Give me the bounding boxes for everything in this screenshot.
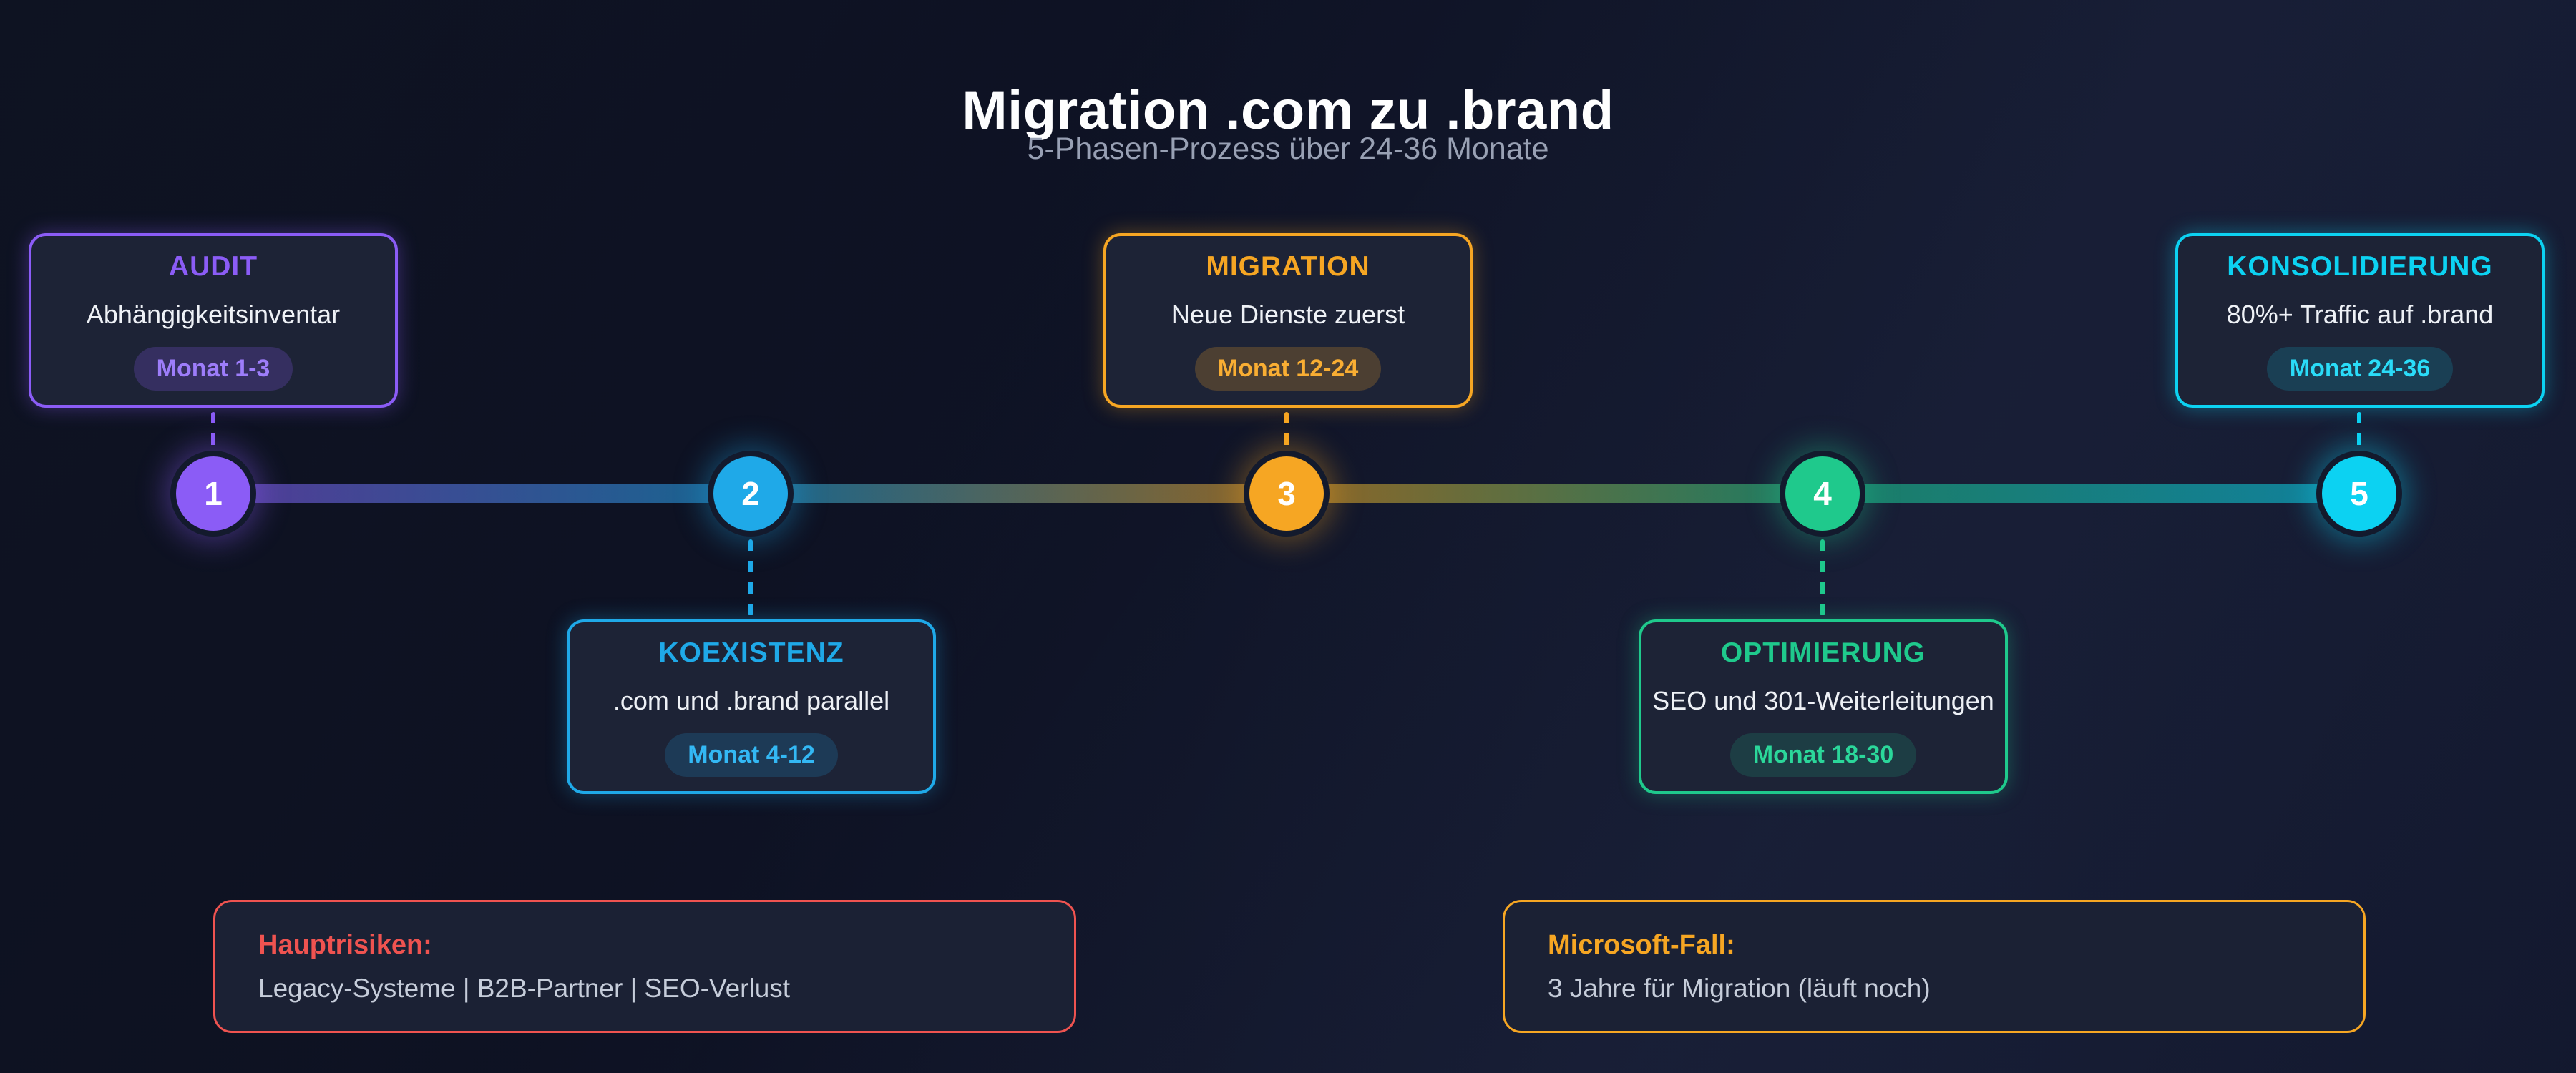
phase-title: OPTIMIERUNG	[1720, 637, 1926, 668]
note-text: 3 Jahre für Migration (läuft noch)	[1548, 973, 1931, 1003]
phase-connector-dashed	[1820, 539, 1825, 617]
note-box-risks: Hauptrisiken: Legacy-Systeme | B2B-Partn…	[213, 900, 1076, 1033]
phase-connector-dashed	[2357, 412, 2361, 449]
phase-description: .com und .brand parallel	[613, 685, 890, 715]
phase-title: KONSOLIDIERUNG	[2227, 250, 2493, 282]
phase-month-badge: Monat 1-3	[133, 346, 293, 391]
phase-node-5: 5	[2316, 451, 2402, 536]
page-subtitle: 5-Phasen-Prozess über 24-36 Monate	[1027, 132, 1549, 166]
phase-node-1: 1	[170, 451, 256, 536]
phase-number: 4	[1813, 475, 1832, 512]
phase-node-2: 2	[708, 451, 794, 536]
phase-card-optimierung: OPTIMIERUNG SEO und 301-Weiterleitungen …	[1639, 619, 2008, 794]
phase-number: 2	[741, 475, 760, 512]
phase-card-konsolidierung: KONSOLIDIERUNG 80%+ Traffic auf .brand M…	[2175, 233, 2545, 408]
phase-connector-dashed	[211, 412, 215, 449]
phase-month-badge: Monat 12-24	[1194, 346, 1382, 391]
phase-number: 5	[2350, 475, 2368, 512]
phase-month-badge: Monat 24-36	[2266, 346, 2454, 391]
phase-node-3: 3	[1244, 451, 1330, 536]
phase-title: AUDIT	[168, 250, 258, 282]
note-title: Hauptrisiken:	[258, 929, 432, 960]
phase-number: 1	[204, 475, 223, 512]
phase-month-badge: Monat 18-30	[1729, 733, 1917, 777]
phase-description: Neue Dienste zuerst	[1171, 299, 1405, 329]
note-text: Legacy-Systeme | B2B-Partner | SEO-Verlu…	[258, 973, 791, 1003]
phase-node-4: 4	[1780, 451, 1865, 536]
page-title: Migration .com zu .brand	[962, 79, 1614, 141]
phase-description: 80%+ Traffic auf .brand	[2226, 299, 2494, 329]
phase-card-koexistenz: KOEXISTENZ .com und .brand parallel Mona…	[567, 619, 936, 794]
phase-card-audit: AUDIT Abhängigkeitsinventar Monat 1-3	[29, 233, 398, 408]
phase-title: MIGRATION	[1206, 250, 1370, 282]
phase-connector-dashed	[748, 539, 753, 617]
phase-connector-dashed	[1284, 412, 1289, 449]
phase-number: 3	[1277, 475, 1296, 512]
note-title: Microsoft-Fall:	[1548, 929, 1735, 960]
phase-description: Abhängigkeitsinventar	[86, 299, 341, 329]
phase-title: KOEXISTENZ	[658, 637, 844, 668]
note-box-microsoft-case: Microsoft-Fall: 3 Jahre für Migration (l…	[1503, 900, 2366, 1033]
phase-description: SEO und 301-Weiterleitungen	[1652, 685, 1994, 715]
phase-card-migration: MIGRATION Neue Dienste zuerst Monat 12-2…	[1103, 233, 1473, 408]
phase-month-badge: Monat 4-12	[665, 733, 838, 777]
